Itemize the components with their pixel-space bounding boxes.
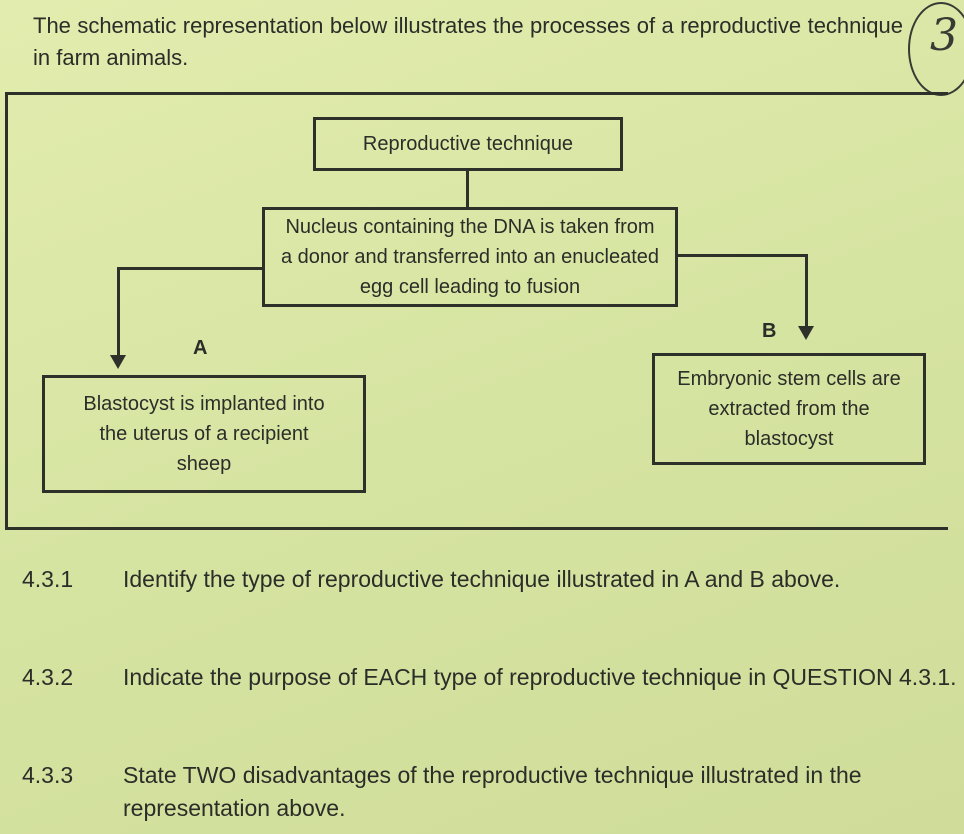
top-box: Reproductive technique	[313, 117, 623, 171]
connector-left-v	[117, 267, 120, 357]
handwritten-mark: 3	[930, 10, 958, 61]
connector-right-v	[805, 254, 808, 328]
question-number: 4.3.2	[22, 664, 74, 690]
question-text: Identify the type of reproductive techni…	[123, 566, 841, 592]
question-number: 4.3.3	[22, 762, 74, 788]
handwritten-circle	[908, 2, 964, 96]
diagram-frame	[5, 92, 948, 530]
connector-right-h	[677, 254, 807, 257]
question-text: Indicate the purpose of EACH type of rep…	[123, 664, 957, 690]
connector-left-h	[117, 267, 263, 270]
middle-box: Nucleus containing the DNA is taken from…	[262, 207, 678, 307]
label-a: A	[193, 337, 208, 359]
left-box: Blastocyst is implanted into the uterus …	[42, 375, 366, 493]
arrow-down-icon	[798, 326, 814, 340]
intro-text: The schematic representation below illus…	[33, 13, 903, 70]
question-number: 4.3.1	[22, 566, 74, 592]
arrow-down-icon	[110, 355, 126, 369]
right-box: Embryonic stem cells are extracted from …	[652, 353, 926, 465]
label-b: B	[762, 320, 777, 342]
question-text: State TWO disadvantages of the reproduct…	[123, 762, 862, 821]
connector-top	[466, 170, 469, 208]
